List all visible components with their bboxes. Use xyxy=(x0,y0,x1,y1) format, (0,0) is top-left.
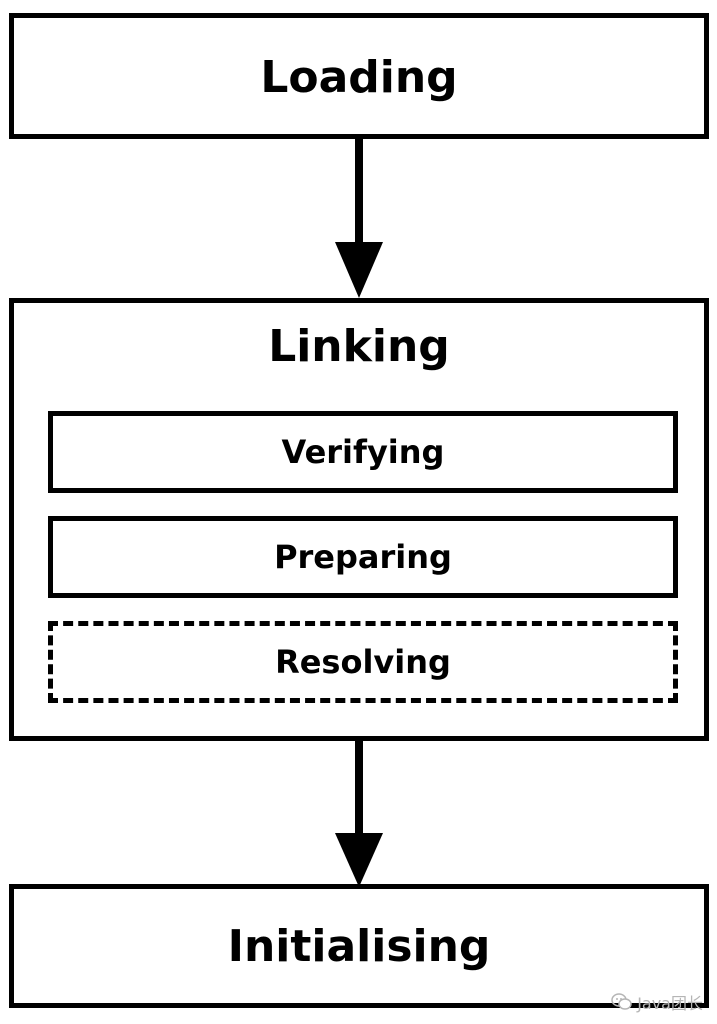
verifying-label: Verifying xyxy=(281,433,445,471)
resolving-label: Resolving xyxy=(275,643,451,681)
loading-label: Loading xyxy=(260,52,458,103)
loading-box: Loading xyxy=(9,13,709,139)
linking-box: Linking Verifying Preparing Resolving xyxy=(9,298,709,741)
linking-label: Linking xyxy=(268,321,450,372)
preparing-label: Preparing xyxy=(274,538,452,576)
resolving-box: Resolving xyxy=(48,621,678,703)
watermark-text: Java团长 xyxy=(637,994,703,1013)
arrow-linking-to-initialising xyxy=(335,739,383,887)
wechat-icon xyxy=(611,993,632,1010)
preparing-box: Preparing xyxy=(48,516,678,598)
initialising-box: Initialising xyxy=(9,884,709,1008)
watermark: Java团长 xyxy=(611,990,703,1014)
arrow-loading-to-linking xyxy=(335,138,383,298)
verifying-box: Verifying xyxy=(48,411,678,493)
initialising-label: Initialising xyxy=(227,921,491,972)
